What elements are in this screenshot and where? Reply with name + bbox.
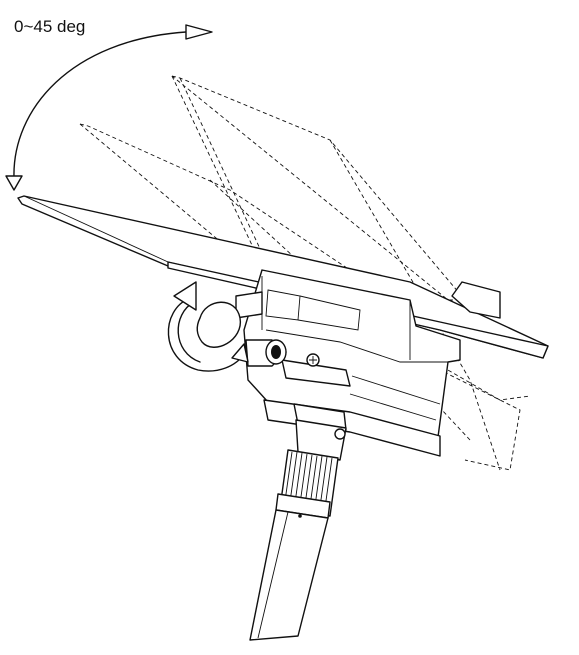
pole-collar (295, 419, 347, 461)
knob-bolt-icon (271, 345, 281, 359)
rotate-arrow (167, 281, 249, 372)
mounting-pole (249, 509, 329, 641)
tilt-range-arrow (5, 24, 213, 191)
tilt-angle-label: 0~45 deg (14, 17, 85, 36)
adjust-knob (196, 291, 287, 367)
knurled-ring (275, 449, 339, 519)
mount-bracket (243, 269, 461, 457)
